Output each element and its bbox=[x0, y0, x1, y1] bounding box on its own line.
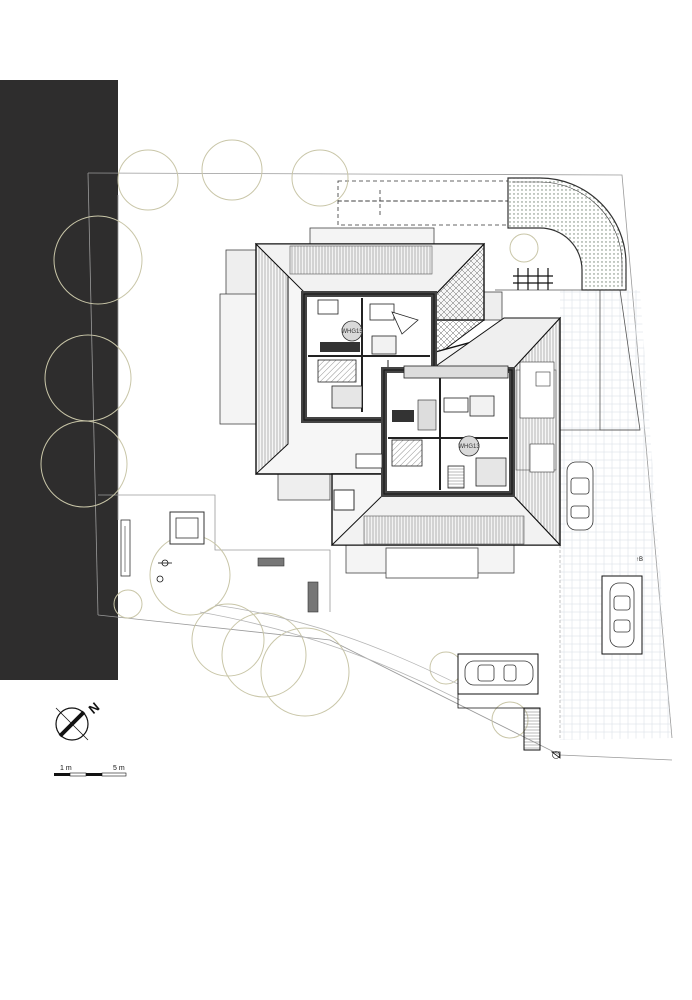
scale-label-start: 1 m bbox=[60, 765, 72, 772]
survey-marker-icon bbox=[550, 751, 561, 759]
tree bbox=[149, 534, 231, 616]
planting-bed bbox=[507, 177, 627, 291]
building: WHG15 WHG13 bbox=[219, 227, 562, 579]
tree bbox=[291, 149, 349, 207]
trees bbox=[40, 139, 539, 739]
tree bbox=[429, 651, 463, 685]
garden-features bbox=[120, 511, 319, 613]
tree bbox=[117, 149, 179, 211]
unit-label-circle bbox=[341, 320, 363, 342]
scale-label-end: 5 m bbox=[113, 765, 125, 772]
tree bbox=[509, 233, 539, 263]
car bbox=[566, 461, 594, 531]
tree bbox=[491, 701, 529, 739]
tree bbox=[113, 589, 143, 619]
north-arrow-icon: N bbox=[55, 699, 103, 741]
unit-label-whg13: WHG13 bbox=[458, 444, 480, 450]
scale-bar: 1 m 5 m bbox=[54, 765, 127, 777]
neighbour-building bbox=[0, 80, 118, 680]
parking-space bbox=[457, 653, 539, 695]
tree bbox=[40, 420, 128, 508]
tree bbox=[260, 627, 350, 717]
tree bbox=[201, 139, 263, 201]
unit-label-whg15: WHG15 bbox=[341, 329, 363, 335]
cars bbox=[457, 461, 643, 695]
tree bbox=[221, 612, 307, 698]
north-label: N bbox=[86, 699, 103, 717]
outdoor-stairs bbox=[457, 694, 541, 751]
unit-label-circle bbox=[458, 435, 480, 457]
tree bbox=[53, 215, 143, 305]
dashed-parking bbox=[337, 180, 509, 226]
bicycle-stands bbox=[513, 268, 553, 290]
access-path bbox=[199, 604, 471, 701]
driveway bbox=[495, 289, 672, 740]
parking-space bbox=[601, 575, 643, 655]
driveway-marker: ↑B bbox=[636, 557, 643, 563]
unit-b-plan: WHG13 bbox=[355, 367, 515, 497]
